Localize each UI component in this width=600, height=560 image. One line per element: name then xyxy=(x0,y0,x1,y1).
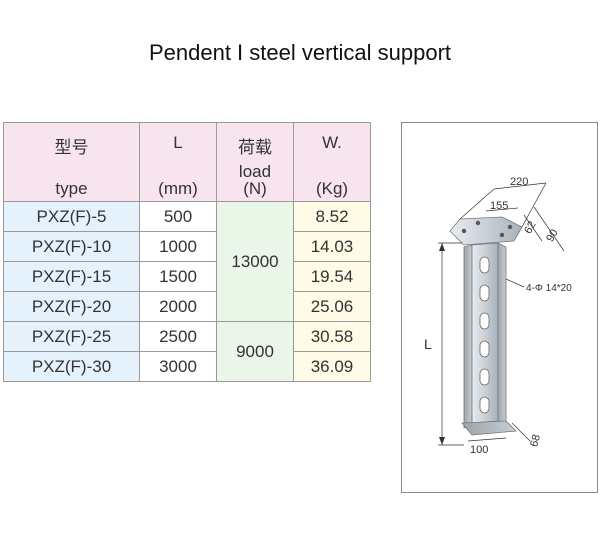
support-drawing: 220 155 62 90 4-Φ 14*20 L 100 68 xyxy=(401,122,598,493)
dim-62: 62 xyxy=(522,219,539,236)
table-row: PXZ(F)-5 500 13000 8.52 xyxy=(3,201,371,322)
table-row: PXZ(F)-15 1500 19.54 xyxy=(3,261,371,292)
cell-load: 13000 xyxy=(216,201,294,322)
support-drawing-svg: 220 155 62 90 4-Φ 14*20 L 100 68 xyxy=(424,176,572,456)
table-row: PXZ(F)-30 3000 36.09 xyxy=(3,351,371,382)
header-length-symbol: L xyxy=(173,133,183,152)
header-type: 型号 type xyxy=(3,122,140,202)
top-plate-holes xyxy=(461,220,513,238)
cell-type: PXZ(F)-30 xyxy=(3,351,140,382)
cell-length: 2000 xyxy=(139,291,217,322)
header-weight: W. (Kg) xyxy=(293,122,371,202)
header-load-unit: (N) xyxy=(243,179,267,198)
hole-note: 4-Φ 14*20 xyxy=(526,283,572,294)
dimension-lines xyxy=(438,182,565,446)
channel-slots xyxy=(479,256,490,414)
cell-type: PXZ(F)-15 xyxy=(3,261,140,292)
table-row: PXZ(F)-10 1000 14.03 xyxy=(3,231,371,262)
page-title: Pendent I steel vertical support xyxy=(148,40,452,65)
header-load-en: load (N) xyxy=(217,163,293,197)
header-type-en: type xyxy=(55,179,88,198)
cell-length: 2500 xyxy=(139,321,217,352)
header-load: 荷载 load (N) xyxy=(216,122,294,202)
cell-weight: 25.06 xyxy=(293,291,371,322)
cell-weight: 19.54 xyxy=(293,261,371,292)
channel-left-flange xyxy=(463,244,473,429)
cell-length: 1500 xyxy=(139,261,217,292)
dim-100: 100 xyxy=(470,444,488,456)
dim-68: 68 xyxy=(528,433,543,448)
top-plate xyxy=(449,216,523,246)
cell-type: PXZ(F)-10 xyxy=(3,231,140,262)
table-row: PXZ(F)-25 2500 9000 30.58 xyxy=(3,321,371,382)
spec-table: 型号 type L (mm) 荷载 load (N) W. (Kg) xyxy=(3,122,371,382)
cell-type: PXZ(F)-20 xyxy=(3,291,140,322)
header-load-word: load xyxy=(238,162,272,181)
header-weight-unit: (Kg) xyxy=(315,179,349,198)
length-label: L xyxy=(424,336,432,352)
cell-length: 500 xyxy=(139,201,217,232)
channel-right-flange xyxy=(497,242,507,426)
cell-weight: 30.58 xyxy=(293,321,371,352)
cell-type: PXZ(F)-5 xyxy=(3,201,140,232)
bottom-foot xyxy=(461,420,517,436)
dim-90: 90 xyxy=(544,227,561,244)
cell-weight: 8.52 xyxy=(293,201,371,232)
cell-length: 3000 xyxy=(139,351,217,382)
cell-weight: 36.09 xyxy=(293,351,371,382)
table-header-row: 型号 type L (mm) 荷载 load (N) W. (Kg) xyxy=(3,122,371,202)
dimension-arrows xyxy=(439,243,445,445)
header-length: L (mm) xyxy=(139,122,217,202)
cell-length: 1000 xyxy=(139,231,217,262)
cell-type: PXZ(F)-25 xyxy=(3,321,140,352)
header-type-cn: 型号 xyxy=(54,138,89,157)
cell-weight: 14.03 xyxy=(293,231,371,262)
dim-155: 155 xyxy=(490,200,508,212)
dim-220: 220 xyxy=(510,176,528,188)
header-length-unit: (mm) xyxy=(158,179,198,198)
table-row: PXZ(F)-20 2000 25.06 xyxy=(3,291,371,322)
cell-load: 9000 xyxy=(216,321,294,382)
header-weight-symbol: W. xyxy=(322,133,342,152)
header-load-cn: 荷载 xyxy=(238,138,272,157)
